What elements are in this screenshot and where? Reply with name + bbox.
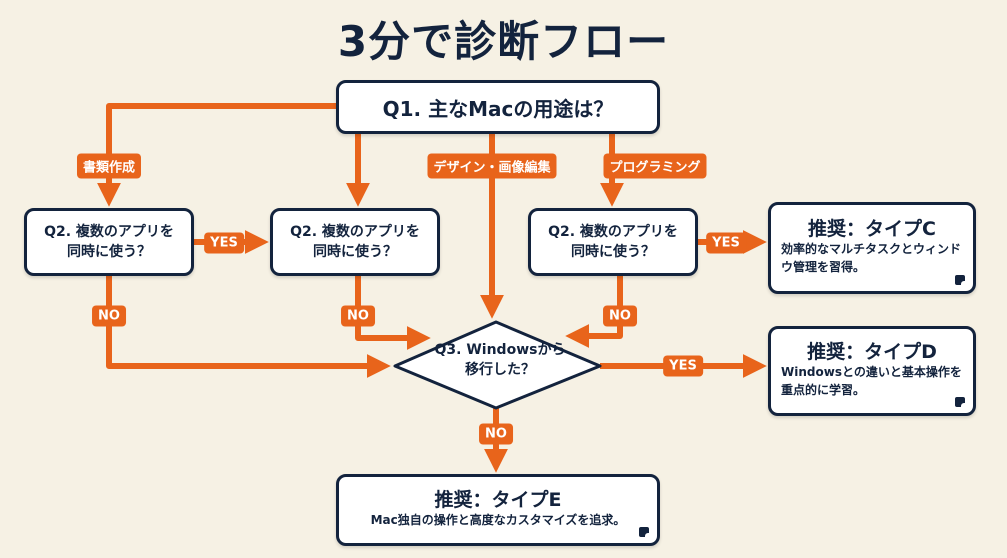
- edge-q2a-no: [106, 276, 391, 378]
- q2-line1: Q2. 複数のアプリを: [548, 224, 678, 240]
- branch-label-design: デザイン・画像編集: [427, 153, 557, 179]
- q2-line1: Q2. 複数のアプリを: [290, 224, 420, 240]
- q2-line2: 同時に使う？: [313, 244, 397, 260]
- q2-node-middle: Q2. 複数のアプリを 同時に使う？: [270, 208, 440, 276]
- edge-label-no: NO: [479, 423, 513, 445]
- result-heading: 推奨：タイプC: [808, 218, 936, 240]
- note-icon: [639, 527, 649, 537]
- result-type-e: 推奨：タイプE Mac独自の操作と高度なカスタマイズを追求。: [336, 474, 660, 546]
- edge-label-no: NO: [341, 305, 375, 327]
- note-icon: [955, 275, 965, 285]
- q1-node: Q1. 主なMacの用途は？: [336, 80, 660, 134]
- result-heading: 推奨：タイプE: [434, 489, 562, 511]
- result-description: 効率的なマルチタスクとウィンドウ管理を習得。: [781, 242, 962, 274]
- result-heading: 推奨：タイプD: [807, 341, 937, 363]
- q3-line1: Q3. Windowsから: [434, 342, 566, 358]
- q1-label: Q1. 主なMacの用途は？: [382, 96, 614, 121]
- q2-line2: 同時に使う？: [67, 244, 151, 260]
- result-type-c: 推奨：タイプC 効率的なマルチタスクとウィンドウ管理を習得。: [768, 202, 976, 294]
- edge-q2b-no: [355, 276, 431, 350]
- branch-label-documents: 書類作成: [76, 153, 142, 179]
- edge-label-no: NO: [603, 305, 637, 327]
- edge-label-yes: YES: [706, 232, 746, 254]
- q2-node-programming: Q2. 複数のアプリを 同時に使う？: [528, 208, 698, 276]
- branch-label-programming: プログラミング: [603, 153, 707, 179]
- edge-label-yes: YES: [663, 355, 703, 377]
- q2-line2: 同時に使う？: [571, 244, 655, 260]
- q2-node-documents: Q2. 複数のアプリを 同時に使う？: [24, 208, 194, 276]
- result-description: Mac独自の操作と高度なカスタマイズを追求。: [370, 513, 626, 527]
- result-description: Windowsとの違いと基本操作を重点的に学習。: [781, 365, 962, 397]
- result-type-d: 推奨：タイプD Windowsとの違いと基本操作を重点的に学習。: [768, 326, 976, 416]
- edge-q2c-no: [565, 276, 623, 348]
- q3-line2: 移行した？: [465, 362, 535, 378]
- edge-label-yes: YES: [204, 232, 244, 254]
- page-title: 3分で診断フロー: [337, 17, 670, 66]
- edge-q1-documents: [97, 103, 336, 207]
- q2-line1: Q2. 複数のアプリを: [44, 224, 174, 240]
- q3-diamond: [393, 320, 602, 410]
- edge-label-no: NO: [92, 305, 126, 327]
- note-icon: [955, 397, 965, 407]
- q3-text: Q3. Windowsから 移行した？: [400, 340, 600, 390]
